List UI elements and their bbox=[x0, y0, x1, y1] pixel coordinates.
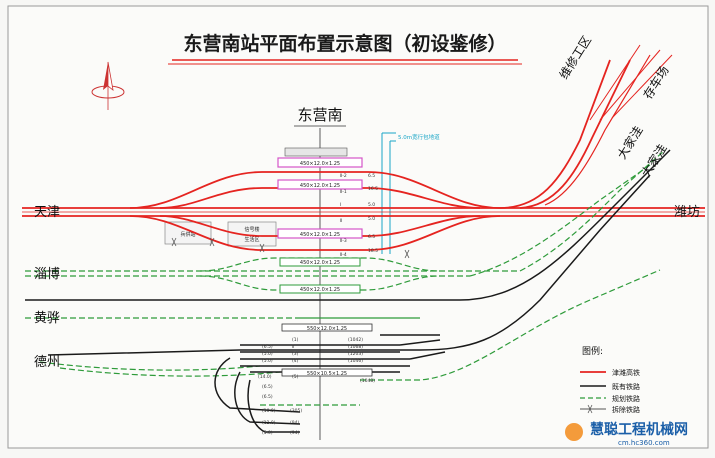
svg-text:(4): (4) bbox=[292, 358, 299, 364]
svg-text:450×12.0×1.25: 450×12.0×1.25 bbox=[300, 232, 340, 238]
dismantled-markers bbox=[171, 237, 410, 259]
legend-item-planned: 规划铁路 bbox=[580, 394, 640, 403]
svg-text:(10.0): (10.0) bbox=[262, 408, 276, 414]
svg-text:(14.0): (14.0) bbox=[258, 374, 272, 380]
existing-tracks bbox=[25, 149, 671, 433]
svg-text:450×12.0×1.25: 450×12.0×1.25 bbox=[300, 161, 340, 167]
svg-text:(94): (94) bbox=[290, 420, 299, 426]
svg-text:(1068): (1068) bbox=[348, 344, 363, 350]
svg-text:Ⅱ-1: Ⅱ-1 bbox=[340, 189, 347, 195]
svg-text:(5.0): (5.0) bbox=[262, 351, 273, 357]
watermark: 慧聪工程机械网 cm.hc360.com bbox=[565, 421, 688, 447]
watermark-logo-icon bbox=[565, 423, 583, 441]
svg-text:5.0: 5.0 bbox=[368, 202, 375, 208]
hsr-track-labels: Ⅱ-2 Ⅱ-1 Ⅰ Ⅱ Ⅱ-3 Ⅱ-4 6.5 16.5 5.0 5.0 6.5… bbox=[340, 173, 378, 258]
svg-text:(94): (94) bbox=[290, 430, 299, 436]
platform-5 bbox=[279, 284, 361, 294]
legend-item-hsr: 津潍高铁 bbox=[580, 368, 640, 377]
svg-text:Ⅱ-4: Ⅱ-4 bbox=[340, 252, 347, 258]
svg-text:16.5: 16.5 bbox=[368, 186, 378, 192]
parcel-passage-label: 5.0m宽行包地道 bbox=[398, 133, 440, 141]
watermark-text: 慧聪工程机械网 bbox=[590, 421, 688, 438]
svg-text:津潍高铁: 津潍高铁 bbox=[612, 368, 640, 377]
svg-text:(1): (1) bbox=[292, 337, 299, 343]
svg-text:450×12.0×1.25: 450×12.0×1.25 bbox=[300, 287, 340, 293]
svg-text:6.5: 6.5 bbox=[368, 173, 375, 179]
north-arrow-icon bbox=[91, 61, 125, 110]
direction-tianjin: 天津 bbox=[34, 205, 60, 220]
platform-3 bbox=[277, 228, 363, 239]
svg-text:兵供站: 兵供站 bbox=[180, 231, 195, 238]
svg-text:(5.0): (5.0) bbox=[262, 358, 273, 364]
svg-text:(1042): (1042) bbox=[348, 337, 363, 343]
freight-platform-1 bbox=[281, 323, 373, 332]
svg-text:Ⅱ: Ⅱ bbox=[340, 218, 342, 224]
svg-text:450×12.0×1.25: 450×12.0×1.25 bbox=[300, 260, 340, 266]
station-name: 东营南 bbox=[297, 106, 342, 124]
svg-text:(12.0): (12.0) bbox=[262, 420, 276, 426]
direction-huanghua: 黄骅 bbox=[34, 311, 60, 326]
legend: 图例: 津潍高铁 既有铁路 规划铁路 拆除铁路 bbox=[580, 345, 640, 414]
svg-text:(1048): (1048) bbox=[360, 378, 375, 384]
svg-text:5.0: 5.0 bbox=[368, 216, 375, 222]
svg-text:拆除铁路: 拆除铁路 bbox=[612, 405, 640, 414]
hsr-tracks bbox=[22, 44, 705, 251]
freight-platform-2 bbox=[281, 368, 373, 377]
svg-text:信号楼: 信号楼 bbox=[244, 226, 259, 233]
direction-weifang: 潍坊 bbox=[674, 205, 700, 220]
station-building bbox=[284, 147, 348, 157]
freight-yard-labels: (1) (1042) (6.5) Ⅱ (1068) (5.0) (3) (120… bbox=[258, 337, 375, 436]
svg-text:(3): (3) bbox=[292, 351, 299, 357]
svg-text:(6.5): (6.5) bbox=[262, 394, 273, 400]
direction-zibo: 淄博 bbox=[34, 267, 60, 282]
hsr-platforms: 450×12.0×1.25 450×12.0×1.25 450×12.0×1.2… bbox=[277, 157, 363, 239]
svg-text:(1046): (1046) bbox=[348, 358, 363, 364]
parcel-passage: 5.0m宽行包地道 bbox=[381, 132, 440, 254]
svg-text:(5.0): (5.0) bbox=[262, 430, 273, 436]
svg-text:Ⅱ-3: Ⅱ-3 bbox=[340, 238, 347, 244]
platform-1 bbox=[277, 157, 363, 168]
svg-text:18.5: 18.5 bbox=[368, 248, 378, 254]
svg-text:550×12.0×1.25: 550×12.0×1.25 bbox=[307, 326, 347, 332]
planned-platforms: 450×12.0×1.25 450×12.0×1.25 bbox=[279, 257, 361, 294]
diagram-title: 东营南站平面布置示意图（初设鉴修） bbox=[183, 32, 506, 55]
svg-text:550×10.5×1.25: 550×10.5×1.25 bbox=[307, 371, 347, 377]
svg-text:既有铁路: 既有铁路 bbox=[612, 382, 640, 391]
svg-text:Ⅱ-2: Ⅱ-2 bbox=[340, 173, 347, 179]
freight-platforms: 550×12.0×1.25 550×10.5×1.25 bbox=[281, 323, 373, 377]
svg-text:规划铁路: 规划铁路 bbox=[612, 394, 640, 403]
legend-item-existing: 既有铁路 bbox=[580, 382, 640, 391]
building-signal-and-living: 信号楼 生活区 bbox=[227, 221, 277, 247]
svg-text:生活区: 生活区 bbox=[244, 236, 259, 243]
svg-text:(6.5): (6.5) bbox=[262, 384, 273, 390]
building-supply-station: 兵供站 bbox=[164, 221, 212, 245]
svg-text:450×12.0×1.25: 450×12.0×1.25 bbox=[300, 183, 340, 189]
svg-text:(6.5): (6.5) bbox=[262, 344, 273, 350]
legend-title: 图例: bbox=[582, 345, 603, 357]
svg-text:6.5: 6.5 bbox=[368, 234, 375, 240]
svg-text:Ⅱ: Ⅱ bbox=[292, 344, 294, 350]
platform-4 bbox=[279, 257, 361, 267]
svg-text:(5): (5) bbox=[292, 374, 299, 380]
platform-2 bbox=[277, 179, 363, 190]
svg-text:(305): (305) bbox=[290, 408, 302, 414]
watermark-sub: cm.hc360.com bbox=[618, 439, 670, 447]
direction-dezhou: 德州 bbox=[34, 355, 60, 370]
svg-text:(1203): (1203) bbox=[348, 351, 363, 357]
svg-text:Ⅰ: Ⅰ bbox=[340, 202, 341, 208]
legend-item-dismantled: 拆除铁路 bbox=[580, 404, 640, 414]
